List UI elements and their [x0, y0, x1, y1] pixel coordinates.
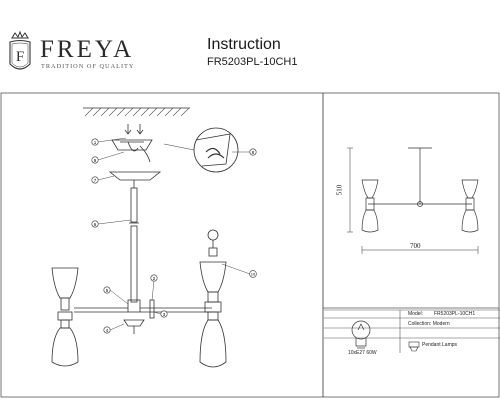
- brand-tagline: TRADITION OF QUALITY: [41, 63, 135, 70]
- mounting-screws: [124, 124, 144, 135]
- callout-8: 8: [249, 148, 257, 156]
- left-lamp-shades: [51, 267, 79, 367]
- pendant-lamp-icon: [408, 341, 420, 352]
- lamp-arms: [74, 299, 212, 334]
- bulb-icon: [351, 320, 371, 349]
- spec-table: Model: FR5203PL-10CH1 Collection: Modern…: [324, 308, 500, 398]
- svg-text:4: 4: [106, 328, 109, 333]
- svg-text:6: 6: [94, 222, 97, 227]
- callout-2: 2: [150, 274, 158, 282]
- svg-text:7: 7: [94, 178, 97, 183]
- instruction-drawing: 1 9 7 6 5 4 2 3 8 10: [0, 92, 500, 398]
- brand-name: FREYA: [40, 36, 135, 63]
- header: F FREYA TRADITION OF QUALITY Instruction…: [0, 0, 500, 88]
- callout-9: 9: [91, 156, 99, 164]
- ceiling-hatch: [83, 107, 190, 117]
- svg-text:10: 10: [251, 272, 256, 277]
- callout-10: 10: [249, 270, 257, 278]
- callout-6: 6: [91, 220, 99, 228]
- right-lamp-shades: [199, 229, 227, 368]
- central-rod: [127, 187, 141, 313]
- dimension-drawing: [347, 147, 479, 254]
- callout-3: 3: [160, 310, 168, 318]
- spec-collection: Collection: Modern: [408, 321, 450, 327]
- spec-model-label: Model:: [408, 311, 424, 317]
- dimension-width: 700: [410, 242, 421, 250]
- spec-model-value: FR5203PL-10CH1: [434, 311, 476, 317]
- svg-text:3: 3: [163, 312, 166, 317]
- svg-text:5: 5: [106, 288, 109, 293]
- dimension-height: 510: [335, 184, 344, 196]
- svg-text:1: 1: [94, 140, 97, 145]
- canopy-assembly: [108, 139, 162, 188]
- spec-bulb: 10xE27 60W: [348, 350, 377, 356]
- svg-text:2: 2: [153, 276, 156, 281]
- brand-emblem-icon: F: [9, 30, 31, 70]
- svg-text:9: 9: [94, 158, 97, 163]
- callout-1: 1: [91, 138, 99, 146]
- document-title: Instruction: [207, 36, 281, 53]
- document-model-code: FR5203PL-10CH1: [207, 56, 298, 68]
- svg-text:8: 8: [252, 150, 255, 155]
- callout-5: 5: [103, 286, 111, 294]
- emblem-letter: F: [16, 49, 24, 65]
- callout-4: 4: [103, 326, 111, 334]
- wiring-detail: [163, 127, 239, 173]
- callout-7: 7: [91, 176, 99, 184]
- spec-category: Pendant Lamps: [422, 342, 458, 348]
